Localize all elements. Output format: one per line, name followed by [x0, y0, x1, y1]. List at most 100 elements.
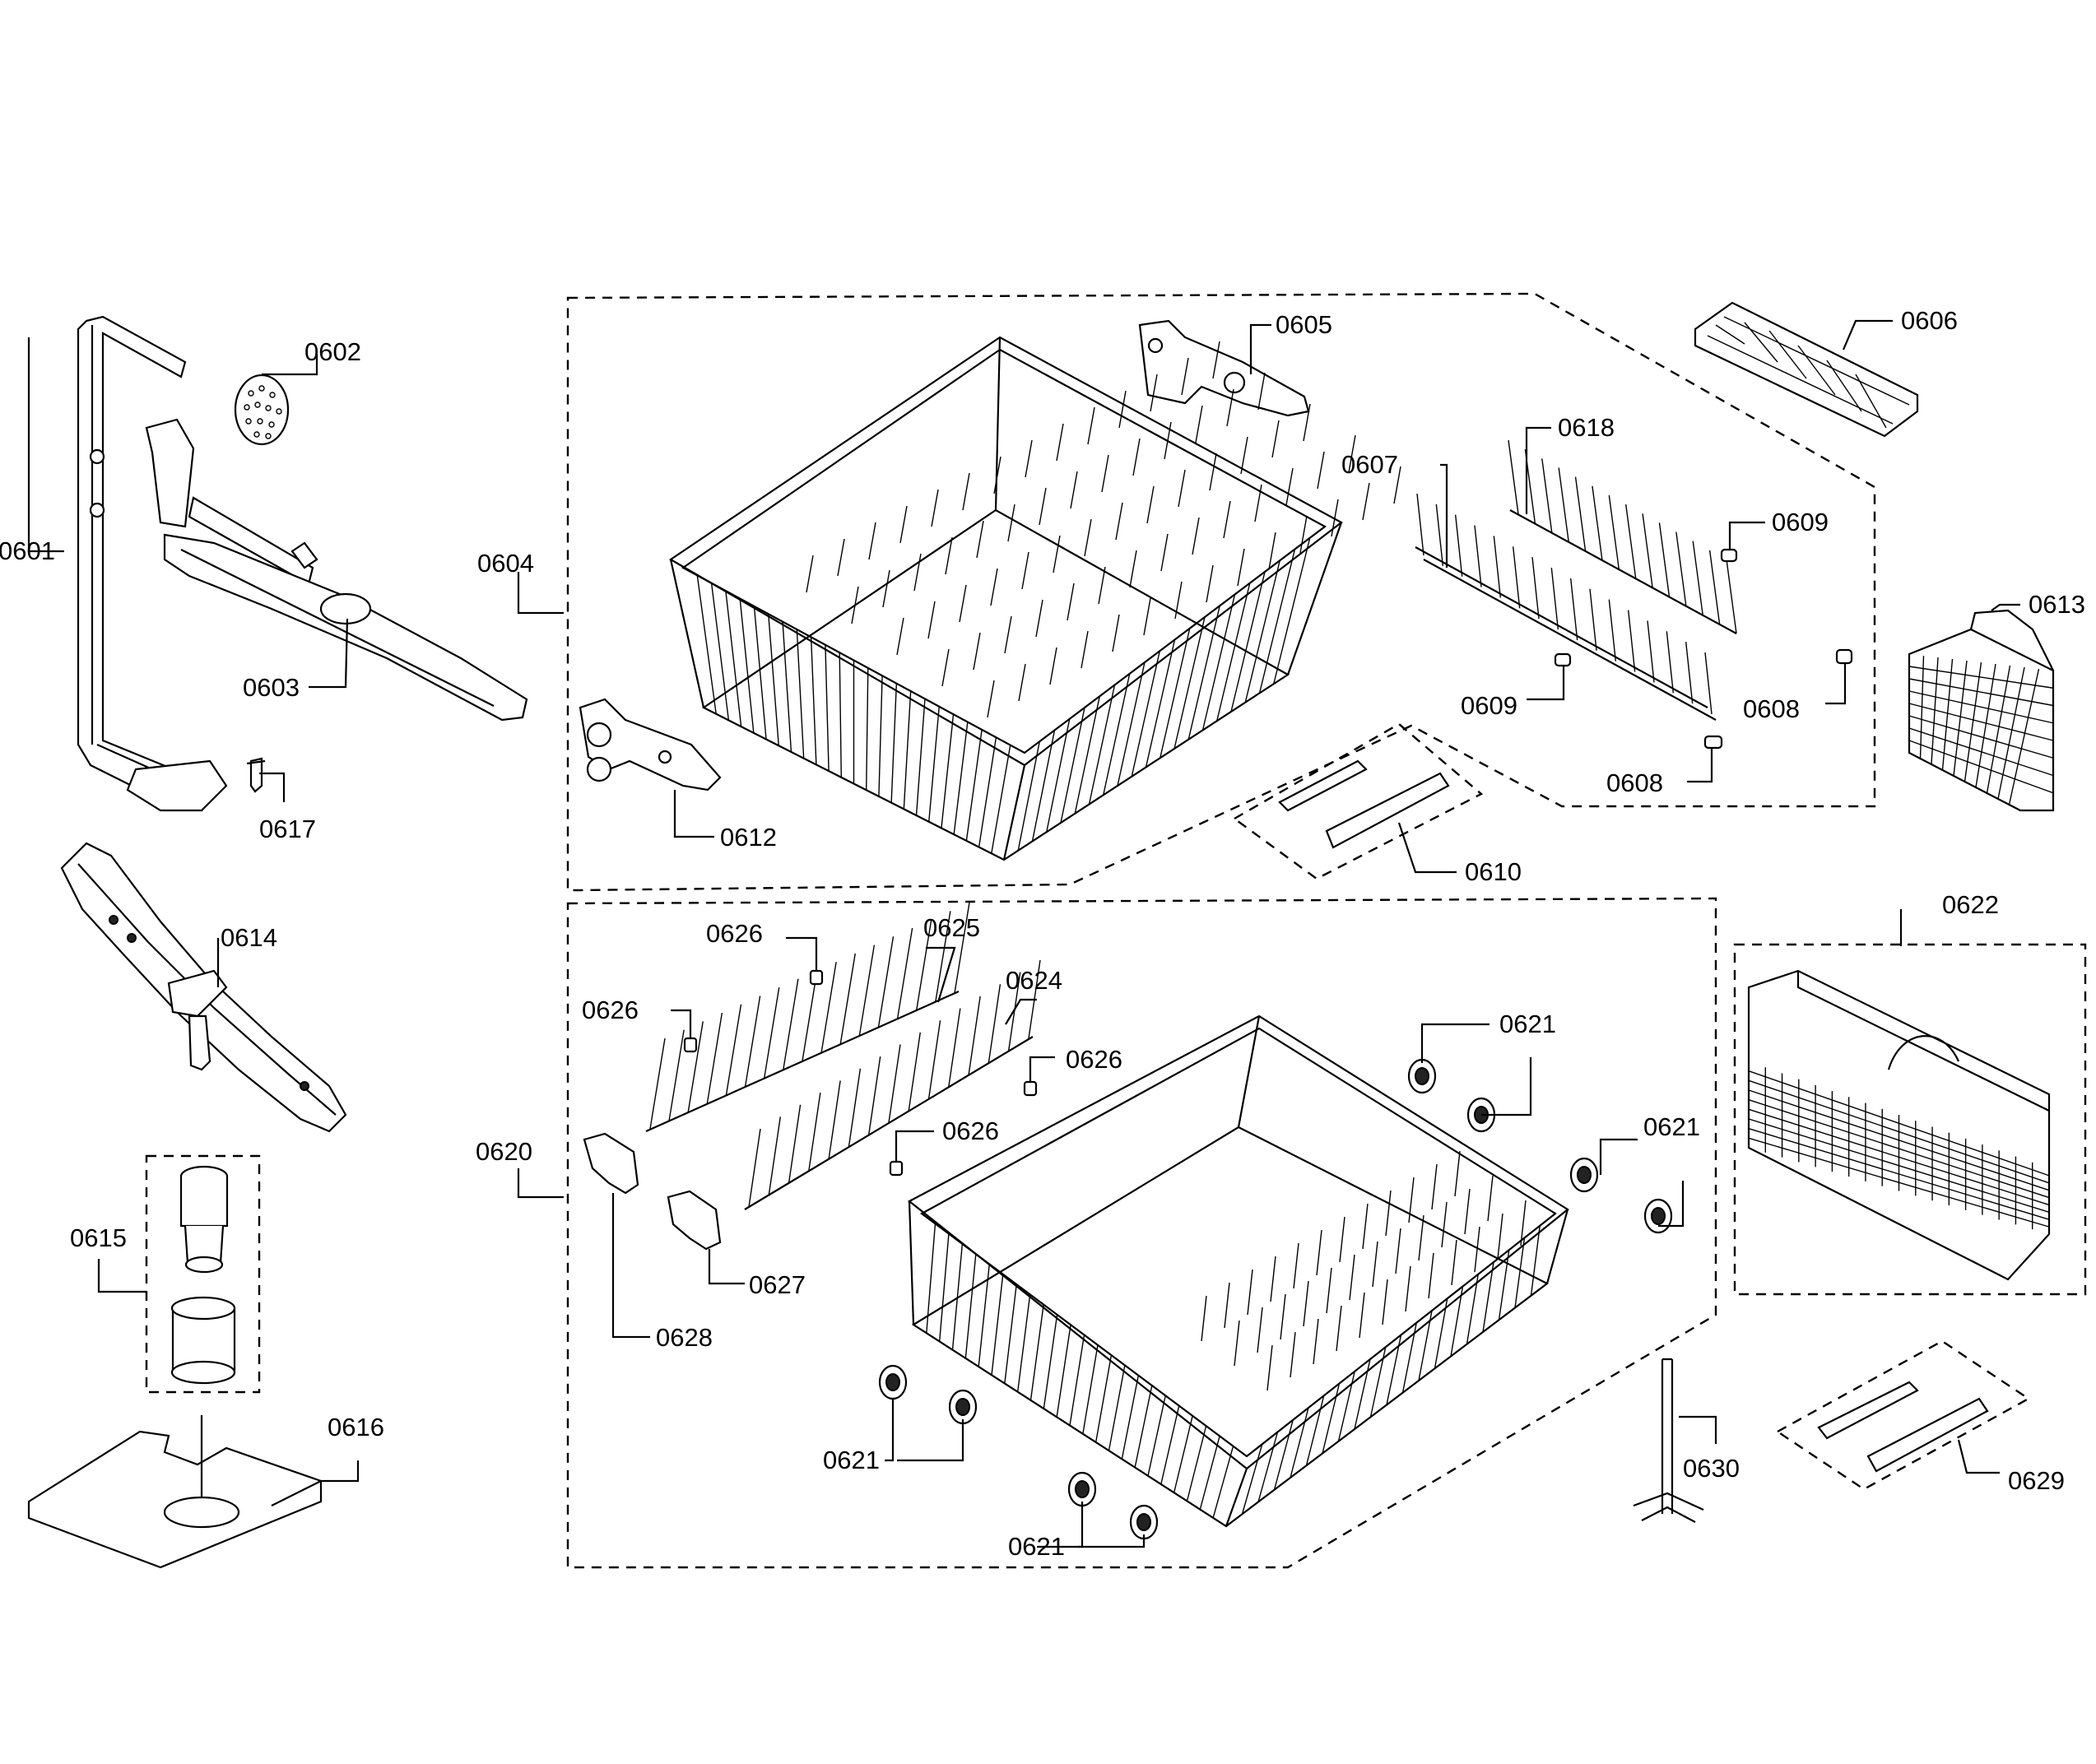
wire: [1574, 476, 1587, 551]
wire: [1569, 578, 1578, 641]
wire: [1258, 549, 1296, 694]
wire: [973, 632, 981, 671]
wire: [882, 569, 890, 608]
wire: [1908, 715, 2054, 759]
wire: [1049, 647, 1057, 685]
wire: [748, 1128, 761, 1208]
wire: [710, 583, 730, 721]
wheel-hub: [955, 1398, 970, 1416]
wire: [931, 489, 939, 527]
wire: [1234, 1320, 1240, 1367]
wire: [1244, 560, 1280, 703]
clip-0608-lower: [1703, 735, 1723, 750]
wire: [1134, 1385, 1153, 1468]
wire: [1237, 548, 1245, 587]
wire: [739, 598, 755, 733]
wire: [1589, 588, 1597, 651]
wire: [1209, 453, 1217, 491]
wire: [903, 690, 912, 810]
callout-0616: 0616: [328, 1413, 384, 1441]
wire: [990, 568, 998, 606]
wire: [1487, 1175, 1494, 1222]
wire: [877, 936, 895, 1028]
wire: [1337, 1371, 1355, 1441]
wire: [1212, 1446, 1234, 1518]
wire: [1017, 741, 1040, 851]
clip-0608-upper: [1835, 648, 1853, 665]
wire: [878, 675, 883, 796]
wire: [1498, 1250, 1510, 1321]
wire: [1039, 487, 1047, 526]
wire: [1187, 606, 1220, 740]
wire: [1908, 703, 2054, 741]
wheel-hub: [1577, 1166, 1592, 1184]
wire: [926, 1223, 936, 1334]
wire: [896, 927, 913, 1019]
wire: [1349, 1254, 1355, 1301]
wire: [1257, 372, 1266, 411]
wire: [1084, 518, 1092, 557]
wire: [1685, 642, 1694, 704]
wire: [1257, 1307, 1263, 1353]
wire: [1514, 1237, 1526, 1308]
callout-0621c: 0621: [823, 1446, 880, 1474]
wire: [1257, 1432, 1279, 1502]
wire: [1313, 1318, 1319, 1365]
wire: [1512, 546, 1521, 609]
wire: [1226, 388, 1234, 427]
wheel-hub: [1075, 1480, 1090, 1498]
small-basket-0613: [1908, 609, 2055, 812]
wheel-hub: [1136, 1513, 1151, 1531]
callout-0630: 0630: [1683, 1454, 1740, 1483]
wire: [808, 1092, 821, 1172]
latch-0628: [583, 1132, 639, 1195]
wire: [1316, 1229, 1322, 1276]
wire: [1178, 469, 1186, 508]
wire: [1305, 1395, 1325, 1466]
callout-0615: 0615: [70, 1223, 127, 1252]
wire: [1405, 1265, 1411, 1312]
wire: [1326, 1267, 1332, 1314]
wire: [1748, 1099, 2050, 1199]
callout-0605: 0605: [1276, 310, 1332, 339]
wire: [1121, 1375, 1140, 1460]
upper-rack-group-box: [566, 292, 1876, 892]
wire: [1145, 639, 1176, 768]
wire: [1118, 390, 1127, 429]
leader-lines: [27, 319, 2020, 1548]
wire: [802, 970, 818, 1061]
wire: [927, 601, 936, 639]
callout-0622: 0622: [1942, 890, 1999, 919]
wire: [938, 1233, 950, 1342]
wire: [1087, 406, 1095, 445]
callout-0620: 0620: [476, 1137, 532, 1166]
wire: [1273, 537, 1311, 685]
cup-shelf-0606: [1694, 301, 1919, 438]
wire: [1098, 566, 1106, 605]
wire: [1035, 599, 1043, 638]
callout-0629: 0629: [2008, 1466, 2065, 1495]
wire: [1339, 1216, 1345, 1263]
upper-spray-arm-0603: [145, 418, 528, 722]
wire: [1129, 550, 1137, 588]
wire: [810, 637, 817, 765]
wire: [1103, 673, 1131, 796]
wire: [1416, 493, 1424, 556]
cutlery-basket-group-box: [1733, 943, 2087, 1296]
wire: [1016, 1294, 1031, 1392]
clip-pair-0610: [1278, 759, 1450, 849]
callout-0621a: 0621: [1499, 1010, 1556, 1038]
wire: [928, 706, 940, 822]
wire: [868, 1056, 881, 1135]
wire: [1160, 533, 1169, 572]
filter-0615: [170, 1165, 236, 1385]
wire: [1199, 1436, 1220, 1510]
clip-0609-lower: [1554, 652, 1572, 667]
wire: [1108, 1365, 1126, 1451]
wire: [1454, 1150, 1461, 1197]
callout-0624: 0624: [1006, 966, 1062, 995]
wire: [1029, 1304, 1044, 1400]
lower-rack-0620: [907, 1014, 1569, 1528]
wire: [649, 1038, 666, 1130]
wire: [1748, 1070, 2050, 1177]
